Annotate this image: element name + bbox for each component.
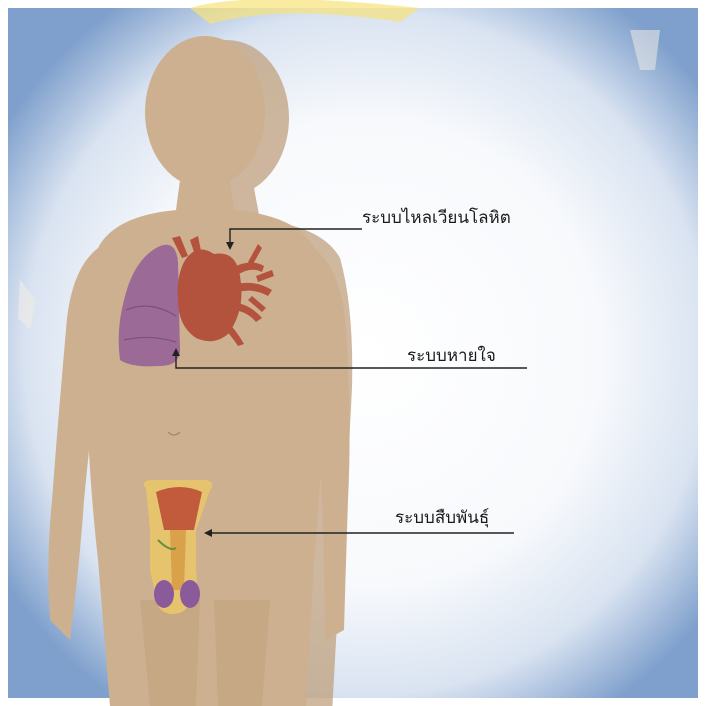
label-respiratory-system: ระบบหายใจ xyxy=(407,346,496,366)
head xyxy=(145,36,265,188)
legs xyxy=(140,600,200,706)
label-reproductive-system: ระบบสืบพันธุ์ xyxy=(395,508,489,528)
label-circulatory-system: ระบบไหลเวียนโลหิต xyxy=(362,208,511,228)
legs xyxy=(214,600,270,706)
